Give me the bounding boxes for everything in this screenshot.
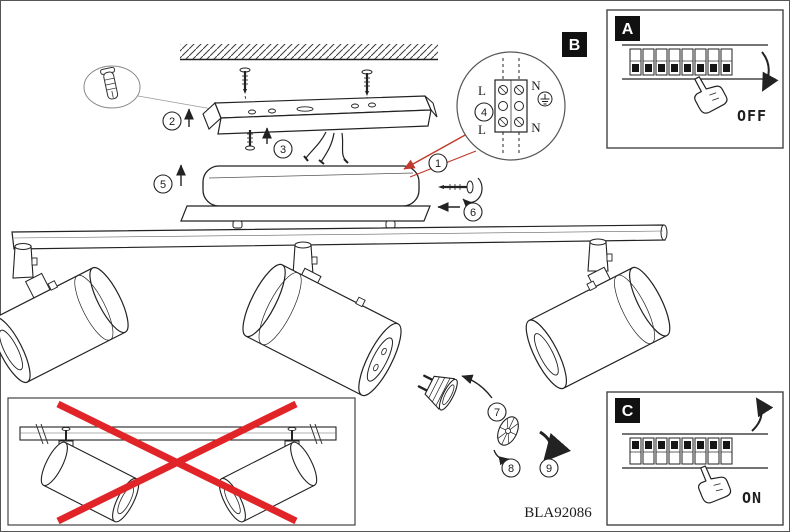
spotlight-right: [525, 238, 671, 390]
step-1-badge: 1: [428, 153, 448, 173]
section-b-badge: B: [562, 32, 587, 57]
mounting-screw-left: [239, 67, 251, 115]
prohibition-x-icon: [56, 400, 298, 525]
bracket-screw: [245, 130, 255, 151]
off-label: OFF: [737, 107, 767, 125]
svg-text:5: 5: [160, 179, 166, 191]
step-5-badge: 5: [153, 174, 173, 194]
gu10-socket: [366, 337, 393, 382]
step-4-badge: 4: [474, 102, 494, 122]
step-2-badge: 2: [162, 111, 182, 131]
svg-text:1: 1: [435, 158, 441, 170]
wiring-detail-circle: L N L N 4: [456, 51, 566, 161]
step-3-badge: 3: [273, 139, 293, 159]
svg-text:2: 2: [169, 116, 175, 128]
step-9-badge: 9: [539, 458, 559, 478]
svg-text:8: 8: [508, 463, 514, 475]
wrong-spotlight-left: [40, 426, 140, 523]
on-label: ON: [742, 489, 762, 507]
wall-anchor-callout: [83, 65, 219, 111]
step-8-rotate-arrow: [493, 449, 510, 466]
callout-leader-1: [403, 133, 468, 170]
product-code: BLA92086: [524, 505, 592, 521]
wire-l-bottom-label: L: [478, 122, 486, 137]
wire-n-top-label: N: [531, 78, 541, 93]
wall-anchor-icon: [100, 66, 119, 100]
section-c-label: C: [622, 403, 634, 420]
svg-text:4: 4: [481, 107, 487, 119]
bulb-face: [497, 416, 519, 446]
gu10-bulb: [417, 374, 458, 411]
section-b-label: B: [569, 37, 581, 54]
switch-on-arrow: [751, 397, 774, 432]
step-7-arrow: [461, 374, 493, 399]
step-6-badge: 6: [463, 202, 483, 222]
svg-text:7: 7: [494, 407, 500, 419]
fixture-canopy: [180, 165, 431, 229]
breaker-panel-c: C ON: [606, 391, 784, 526]
svg-text:9: 9: [546, 463, 552, 475]
spotlight-center: [242, 241, 402, 397]
wire-l-top-label: L: [478, 83, 486, 98]
step-9-swoosh-arrow: [539, 430, 571, 463]
wire-n-bottom-label: N: [531, 120, 541, 135]
earth-ground-icon: [537, 91, 553, 107]
step-8-badge: 8: [501, 458, 521, 478]
track-bar: [11, 224, 668, 250]
spotlight-left: [0, 243, 129, 384]
svg-text:6: 6: [470, 207, 476, 219]
prohibited-mounting-box: [7, 397, 356, 526]
switch-off-arrow: [761, 51, 779, 92]
step-7-badge: 7: [487, 402, 507, 422]
supply-wires: [303, 131, 349, 165]
ceiling-hatching: [180, 44, 438, 61]
svg-text:3: 3: [280, 144, 286, 156]
side-screw: [438, 177, 483, 209]
section-a-label: A: [622, 21, 634, 38]
breaker-panel-a: A OFF: [606, 9, 784, 149]
